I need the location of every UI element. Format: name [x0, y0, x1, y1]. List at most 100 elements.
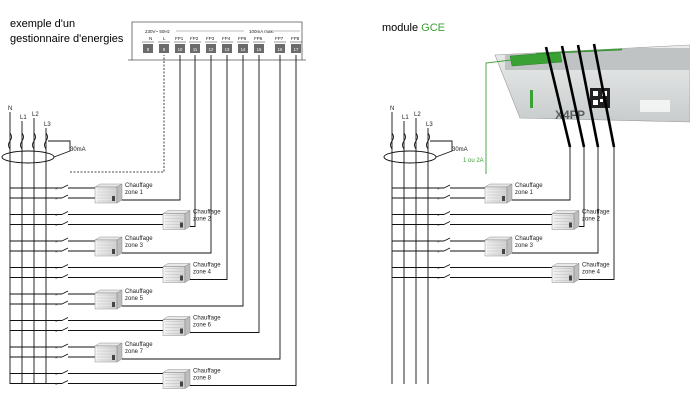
right_panel-circuit-4-breaker-a: ×	[437, 266, 440, 271]
left_panel-circuit-7-switch-a	[61, 343, 69, 348]
left_panel-circuit-5-pilot-wire	[122, 55, 244, 307]
left_panel-circuit-2-heater	[162, 210, 191, 230]
module-wire-1	[544, 46, 572, 148]
right_panel-rcd-lead	[430, 140, 453, 158]
left_panel-circuit-3-heater-switch	[112, 249, 115, 254]
right_panel-circuit-1-switch-b	[443, 194, 451, 199]
left_panel-circuit-2-pilot-wire	[190, 55, 196, 227]
terminal-8-num: 8	[147, 47, 150, 52]
left_panel-circuit-6-switch-b	[61, 327, 69, 331]
left_panel-circuit-5-word: Chauffage	[125, 289, 153, 295]
module-wire-3	[576, 44, 600, 148]
left_panel-circuit-1-heater-switch	[112, 196, 115, 201]
terminal-10	[175, 44, 185, 53]
right_panel-circuit-3-word: Chauffage	[515, 236, 543, 242]
left_panel-circuit-2-breaker-b: ×	[55, 223, 58, 228]
terminal-11	[190, 44, 200, 53]
right_panel-circuit-4-breaker-b: ×	[437, 276, 440, 281]
right_panel-circuit-2-zone: zone 2	[582, 217, 601, 223]
left_panel-circuit-2-switch-a	[61, 211, 69, 215]
left_panel-circuit-7-heater-switch	[112, 355, 115, 360]
left_panel-circuit-3-zone: zone 3	[125, 243, 144, 249]
left_panel-circuit-7-word: Chauffage	[125, 342, 153, 348]
left_panel-circuit-1-heater-side	[116, 183, 123, 204]
left_panel-circuit-2-heater-side	[184, 210, 191, 230]
left_panel-circuit-8-heater-switch	[180, 381, 183, 387]
right_panel-circuit-4-zone: zone 4	[582, 270, 601, 276]
left_panel-circuit-1-switch-b	[61, 194, 69, 199]
right_panel-circuit-3-pilot-wire	[512, 147, 599, 254]
fuse-label: 1 ou 2A	[463, 158, 484, 164]
right_panel-phase-N: N	[390, 106, 394, 112]
terminal-15-num: 15	[257, 47, 262, 52]
left_panel-circuit-4-breaker-b: ×	[55, 276, 58, 281]
right_panel-breaker-L2	[414, 132, 418, 150]
terminal-14	[238, 44, 248, 53]
terminal-10-num: 10	[178, 47, 183, 52]
terminal-17	[291, 44, 301, 53]
left_panel-phase-L3: L3	[44, 122, 51, 128]
terminal-12-num: 12	[209, 47, 214, 52]
left_panel-circuit-5-heater-side	[116, 289, 123, 310]
left_panel-circuit-8-pilot-wire	[190, 55, 297, 386]
left_panel-circuit-7-heater-side	[116, 342, 123, 363]
right-title: module GCE	[382, 22, 445, 34]
right_panel-circuit-3-heater	[484, 236, 513, 257]
right_panel-circuit-2-heater-switch	[569, 222, 572, 228]
left_panel-circuit-3-breaker-a: ×	[55, 239, 58, 244]
right_panel-circuit-2-heater	[551, 210, 580, 230]
left_panel-circuit-8-zone: zone 8	[193, 376, 212, 382]
left_panel-circuit-4-breaker-a: ×	[55, 266, 58, 271]
right_panel-circuit-2-word: Chauffage	[582, 210, 610, 216]
right_panel-circuit-4-switch-b	[443, 274, 451, 278]
right_panel-circuit-1-heater-switch	[502, 196, 505, 201]
left_panel-circuit-5-zone: zone 5	[125, 296, 144, 302]
left_panel-circuit-2-switch-b	[61, 221, 69, 225]
left_panel-circuit-2-zone: zone 2	[193, 217, 212, 223]
left_panel-circuit-1-switch-a	[61, 184, 69, 189]
terminal-14-top: FP5	[238, 36, 247, 41]
left_panel-circuit-7-switch-b	[61, 353, 69, 358]
module-wire-2	[560, 45, 586, 148]
left_panel-circuit-5-heater-switch	[112, 302, 115, 307]
left_panel-breaker-L2	[32, 132, 36, 150]
left_panel-circuit-6-heater-side	[184, 316, 191, 336]
left_panel-circuit-6-switch-a	[61, 317, 69, 321]
left-title-line2: gestionnaire d'energies	[10, 33, 124, 45]
left_panel-circuit-5-heater	[94, 289, 123, 310]
left_panel-circuit-8-breaker-a: ×	[55, 372, 58, 377]
right_panel-breaker-L1	[402, 132, 406, 150]
left_panel-circuit-8-switch-a	[61, 370, 69, 374]
right_panel-circuit-3-zone: zone 3	[515, 243, 534, 249]
left_panel-circuit-5-switch-b	[61, 300, 69, 305]
left_panel-circuit-7-zone: zone 7	[125, 349, 144, 355]
terminal-12	[206, 44, 216, 53]
right_panel-circuit-3-heater-side	[506, 236, 513, 257]
left_panel-circuit-4-switch-b	[61, 274, 69, 278]
right_panel-circuit-1-breaker-b: ×	[437, 196, 440, 201]
left_panel-circuit-8-word: Chauffage	[193, 369, 221, 375]
left_panel-circuit-4-heater-switch	[180, 275, 183, 281]
right_panel-circuit-3-breaker-a: ×	[437, 239, 440, 244]
terminal-13	[222, 44, 232, 53]
left_panel-circuit-1-zone: zone 1	[125, 190, 144, 196]
left_panel-circuit-4-heater	[162, 263, 191, 283]
terminal-15-top: FP6	[254, 36, 263, 41]
left_panel-circuit-2-heater-switch	[180, 222, 183, 228]
module-text: X4FP	[555, 108, 585, 122]
left_panel-circuit-1-word: Chauffage	[125, 183, 153, 189]
left_panel-circuit-8-heater-side	[184, 369, 191, 389]
right_panel-circuit-2-breaker-b: ×	[437, 223, 440, 228]
left_panel-circuit-6-heater	[162, 316, 191, 336]
left_panel-breaker-N	[8, 132, 12, 150]
left_panel-circuit-8-breaker-b: ×	[55, 382, 58, 387]
left_panel-circuit-6-zone: zone 6	[193, 323, 212, 329]
right_panel-circuit-4-heater-side	[573, 263, 580, 283]
left_panel-circuit-7-heater	[94, 342, 123, 363]
right_panel-circuit-1-heater	[484, 183, 513, 204]
right_panel-circuit-1-heater-side	[506, 183, 513, 204]
supply-label: 230V~ 50Hz	[145, 29, 171, 34]
